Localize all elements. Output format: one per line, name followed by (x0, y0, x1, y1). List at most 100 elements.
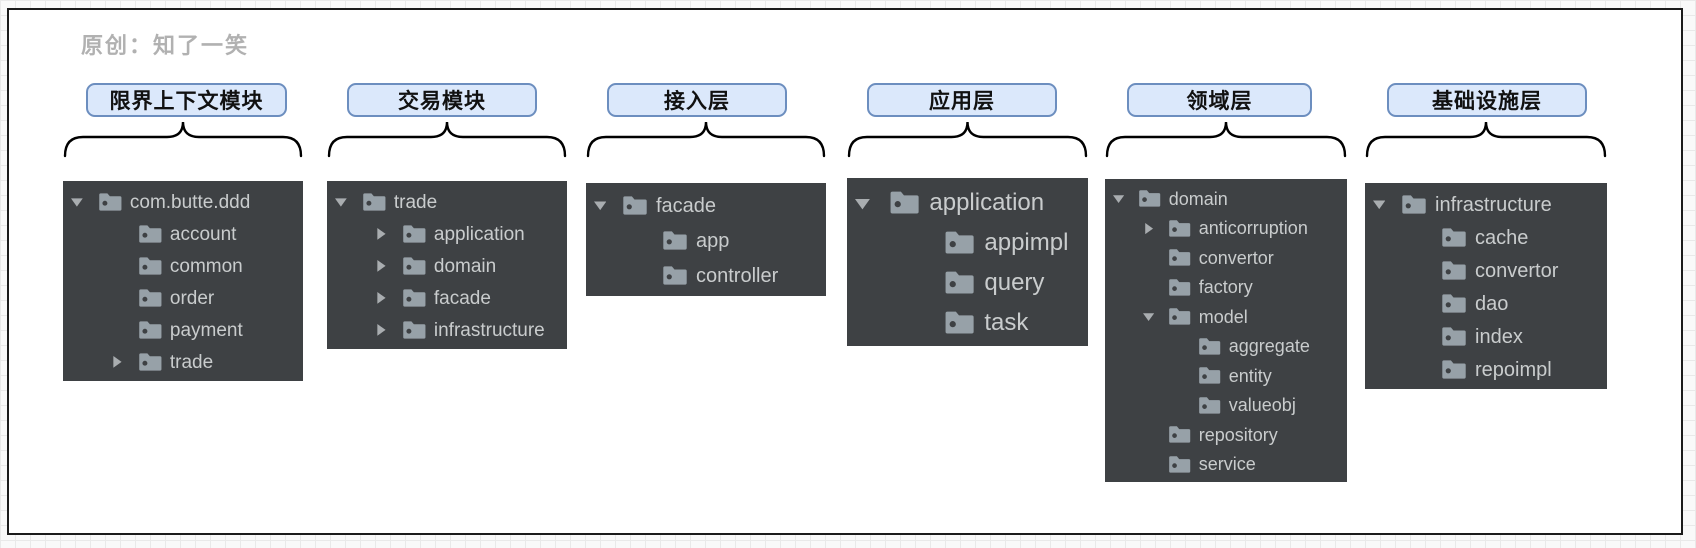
folder-name: query (984, 269, 1045, 296)
arrow-spacer (111, 257, 138, 276)
tree-row[interactable]: facade (586, 188, 826, 223)
arrow-spacer (1413, 327, 1441, 347)
arrow-spacer (1143, 426, 1168, 444)
tree-row[interactable]: domain (327, 250, 567, 282)
brace-connector (327, 121, 567, 158)
tree-row[interactable]: query (847, 263, 1088, 303)
tree-row[interactable]: order (63, 282, 303, 314)
folder-icon (362, 192, 394, 212)
tree-row[interactable]: app (586, 223, 826, 258)
chevron-right-icon[interactable] (111, 353, 138, 372)
folder-icon (138, 352, 170, 372)
folder-icon (1168, 278, 1199, 297)
tree-row[interactable]: entity (1105, 361, 1347, 391)
tree-row[interactable]: service (1105, 450, 1347, 480)
arrow-spacer (111, 225, 138, 244)
chevron-down-icon[interactable] (855, 191, 889, 215)
chevron-right-icon[interactable] (375, 289, 402, 308)
folder-name: app (696, 229, 730, 252)
arrow-spacer (1173, 337, 1198, 355)
folder-icon (1168, 307, 1199, 326)
folder-icon (138, 224, 170, 244)
arrow-spacer (910, 311, 944, 335)
tree-row[interactable]: dao (1365, 287, 1607, 320)
folder-icon (662, 230, 696, 251)
folder-name: domain (1168, 188, 1228, 209)
arrow-spacer (1413, 228, 1441, 248)
folder-name: common (169, 255, 243, 277)
arrow-spacer (634, 231, 662, 251)
folder-name: account (169, 223, 237, 245)
brace-connector (847, 121, 1088, 158)
folder-name: trade (393, 191, 438, 213)
tree-row[interactable]: domain (1105, 184, 1347, 214)
tree-row[interactable]: factory (1105, 273, 1347, 303)
tree-row[interactable]: facade (327, 282, 567, 314)
tree-row[interactable]: infrastructure (327, 314, 567, 346)
tree-row[interactable]: valueobj (1105, 391, 1347, 421)
chevron-down-icon[interactable] (594, 196, 622, 216)
chevron-down-icon[interactable] (335, 193, 362, 212)
folder-name: aggregate (1228, 336, 1310, 357)
tree-row[interactable]: com.butte.ddd (63, 186, 303, 218)
folder-name: task (984, 309, 1029, 336)
tree-row[interactable]: index (1365, 320, 1607, 353)
folder-name: appimpl (984, 229, 1069, 256)
folder-icon (138, 288, 170, 308)
tree-row[interactable]: task (847, 303, 1088, 343)
tree-row[interactable]: common (63, 250, 303, 282)
brace-connector (1105, 121, 1347, 158)
tree-row[interactable]: anticorruption (1105, 214, 1347, 244)
chevron-down-icon[interactable] (1113, 190, 1138, 208)
tree-row[interactable]: model (1105, 302, 1347, 332)
tree-row[interactable]: cache (1365, 221, 1607, 254)
folder-tree-panel: facade app controller (586, 183, 826, 296)
tree-row[interactable]: convertor (1365, 254, 1607, 287)
chevron-down-icon[interactable] (1373, 195, 1401, 215)
folder-icon (98, 192, 130, 212)
folder-icon (1441, 227, 1475, 248)
tree-row[interactable]: controller (586, 258, 826, 293)
chevron-down-icon[interactable] (1143, 308, 1168, 326)
module-label: 限界上下文模块 (86, 83, 287, 117)
tree-row[interactable]: repoimpl (1365, 353, 1607, 386)
brace-connector (1365, 121, 1607, 158)
tree-row[interactable]: convertor (1105, 243, 1347, 273)
arrow-spacer (111, 289, 138, 308)
folder-icon (402, 320, 434, 340)
folder-name: model (1198, 306, 1248, 327)
tree-row[interactable]: application (327, 218, 567, 250)
brace-connector (63, 121, 303, 158)
chevron-right-icon[interactable] (1143, 219, 1168, 237)
tree-row[interactable]: application (847, 183, 1088, 223)
chevron-down-icon[interactable] (71, 193, 98, 212)
folder-icon (1138, 189, 1169, 208)
chevron-right-icon[interactable] (375, 321, 402, 340)
folder-name: factory (1198, 277, 1253, 298)
tree-row[interactable]: account (63, 218, 303, 250)
folder-name: application (433, 223, 525, 245)
folder-name: repository (1198, 424, 1278, 445)
tree-row[interactable]: trade (63, 346, 303, 378)
tree-row[interactable]: repository (1105, 420, 1347, 450)
folder-name: infrastructure (433, 319, 545, 341)
folder-icon (944, 270, 985, 295)
tree-row[interactable]: trade (327, 186, 567, 218)
folder-name: controller (696, 264, 779, 287)
folder-icon (138, 256, 170, 276)
arrow-spacer (1413, 360, 1441, 380)
module-label: 领域层 (1127, 83, 1312, 117)
chevron-right-icon[interactable] (375, 225, 402, 244)
folder-icon (1441, 260, 1475, 281)
tree-row[interactable]: aggregate (1105, 332, 1347, 362)
folder-tree-panel: application appimpl query task (847, 178, 1088, 346)
folder-name: convertor (1198, 247, 1274, 268)
tree-row[interactable]: payment (63, 314, 303, 346)
folder-icon (944, 310, 985, 335)
tree-row[interactable]: appimpl (847, 223, 1088, 263)
folder-name: index (1475, 325, 1523, 348)
folder-name: cache (1475, 226, 1529, 249)
chevron-right-icon[interactable] (375, 257, 402, 276)
tree-row[interactable]: infrastructure (1365, 188, 1607, 221)
